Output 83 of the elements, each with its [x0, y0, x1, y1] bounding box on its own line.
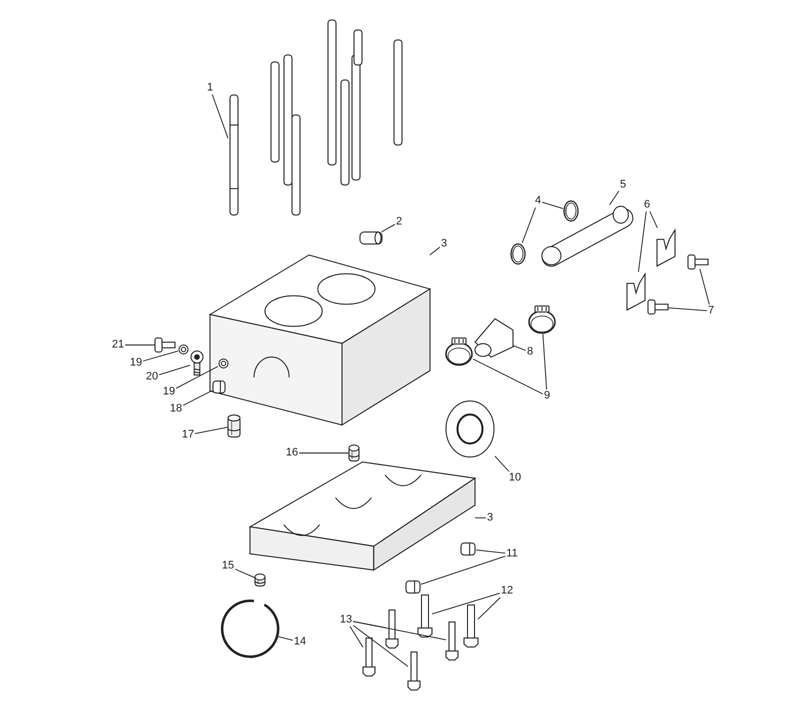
- bracket-drawing: [625, 272, 647, 310]
- leader-line: [350, 626, 364, 648]
- leader-line: [494, 456, 510, 472]
- o-ring-drawing: [563, 200, 579, 222]
- leader-line: [381, 224, 396, 232]
- leader-line: [474, 517, 486, 518]
- leader-line: [234, 568, 256, 578]
- bolt-drawing: [386, 610, 398, 648]
- leader-line: [512, 345, 526, 351]
- bracket-drawing: [655, 228, 677, 266]
- callout-number: 21: [110, 338, 126, 352]
- leader-line: [476, 549, 506, 554]
- leader-line: [609, 190, 620, 206]
- leader-line: [542, 202, 564, 210]
- bolt-drawing: [363, 638, 375, 676]
- leader-line: [142, 350, 178, 362]
- callout-number: 3: [440, 238, 448, 250]
- plug-drawing: [460, 542, 476, 556]
- bolt-drawing: [155, 338, 175, 352]
- callout-number: 12: [500, 584, 514, 598]
- callout-number: 19: [162, 386, 176, 398]
- callout-number: 1: [206, 82, 214, 94]
- bolt-drawing: [408, 652, 420, 690]
- leader-line: [298, 452, 350, 454]
- leader-line: [542, 334, 548, 390]
- callout-number: 17: [180, 428, 196, 442]
- leader-line: [429, 246, 440, 256]
- leader-line: [699, 268, 710, 305]
- bolt-drawing: [464, 605, 478, 647]
- callout-number: 8: [526, 346, 534, 358]
- screw-drawing: [688, 255, 708, 269]
- fitting-drawing: [190, 350, 204, 376]
- callout-number: 11: [505, 548, 519, 560]
- leader-line: [352, 620, 446, 640]
- callout-number: 9: [542, 390, 552, 402]
- seal-drawing: [445, 400, 495, 458]
- callout-number: 16: [284, 446, 300, 460]
- leader-line: [352, 624, 408, 667]
- lower-crankcase-drawing: [250, 462, 475, 570]
- leader-line: [212, 94, 228, 139]
- leader-line: [638, 211, 647, 272]
- upper-crankcase-drawing: [210, 255, 430, 425]
- plug-drawing: [212, 380, 226, 394]
- hose-clamp-drawing: [445, 338, 473, 366]
- callout-number: 15: [220, 560, 236, 572]
- hose-drawing: [473, 318, 513, 358]
- screw-drawing: [648, 300, 668, 314]
- leader-line: [276, 636, 294, 641]
- plug-drawing: [405, 580, 421, 594]
- callout-number: 13: [338, 614, 354, 626]
- leader-line: [182, 390, 212, 406]
- leader-line: [158, 364, 190, 376]
- pin-drawing: [349, 445, 359, 461]
- leader-line: [668, 307, 708, 312]
- leader-line: [194, 426, 228, 434]
- bolt-drawing: [446, 622, 458, 660]
- callout-number: 2: [394, 216, 404, 228]
- washer-drawing: [178, 344, 189, 355]
- leader-line: [124, 344, 156, 346]
- leader-line: [472, 358, 544, 394]
- callout-number: 18: [168, 402, 184, 416]
- leader-line: [176, 366, 218, 389]
- dowel-pin-drawing: [360, 232, 382, 244]
- callout-number: 10: [508, 472, 522, 484]
- callout-number: 6: [642, 198, 652, 212]
- leader-line: [420, 556, 506, 585]
- stud-drawing: [228, 95, 240, 215]
- callout-number: 3: [486, 512, 494, 524]
- hose-clamp-drawing: [528, 306, 556, 334]
- leader-line: [432, 592, 500, 614]
- callout-number: 5: [618, 178, 628, 192]
- o-ring-drawing: [510, 243, 526, 265]
- callout-number: 14: [292, 636, 308, 648]
- callout-number: 4: [534, 194, 542, 208]
- bolt-drawing: [418, 595, 432, 637]
- leader-line: [649, 211, 658, 228]
- callout-number: 20: [144, 370, 160, 384]
- leader-line: [478, 597, 501, 620]
- callout-number: 7: [706, 304, 716, 318]
- pin-drawing: [255, 574, 265, 586]
- leader-line: [522, 207, 536, 244]
- callout-number: 19: [128, 356, 144, 370]
- pin-drawing: [228, 415, 240, 437]
